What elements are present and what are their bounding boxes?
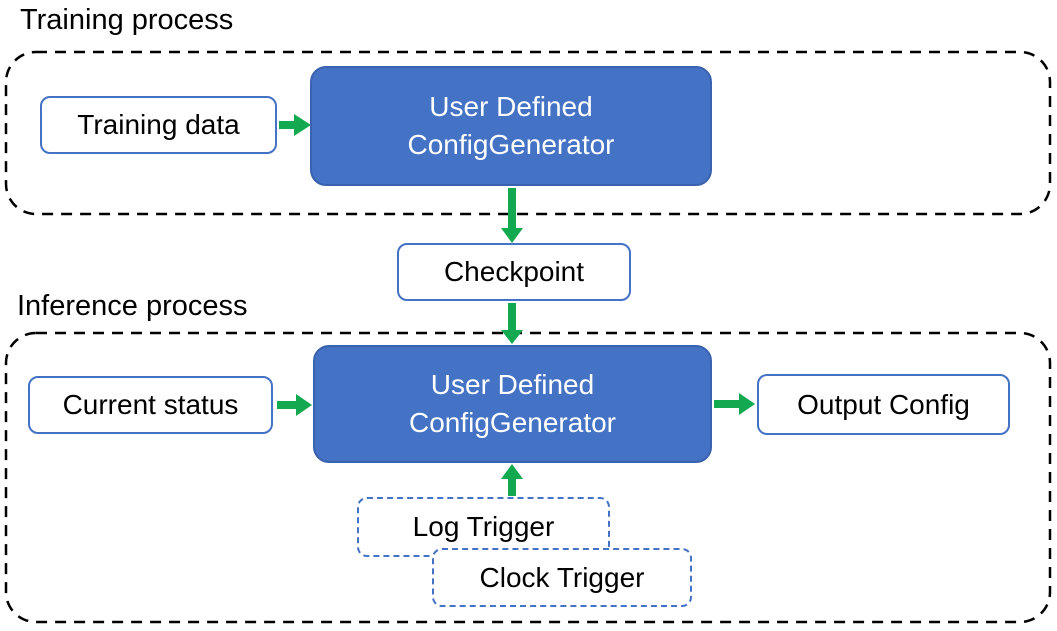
output-config-label: Output Config: [797, 388, 970, 420]
training-process-container: [4, 50, 1052, 216]
training-config-generator-label-line2: ConfigGenerator: [407, 129, 615, 160]
clock-trigger-box: Clock Trigger: [432, 548, 692, 607]
arrow-checkpoint-to-generator: [501, 303, 523, 344]
arrow-generator-to-checkpoint: [501, 188, 523, 243]
arrow-training-data-to-generator: [279, 114, 311, 136]
training-section-label: Training process: [20, 4, 234, 36]
output-config-box: Output Config: [757, 374, 1010, 435]
inference-config-generator-box: User Defined ConfigGenerator: [313, 345, 712, 463]
inference-config-generator-label-line2: ConfigGenerator: [408, 407, 616, 438]
arrow-trigger-to-generator: [501, 464, 523, 496]
training-config-generator-label-line1: User Defined: [429, 91, 593, 122]
inference-process-container: [4, 331, 1052, 624]
checkpoint-box: Checkpoint: [397, 243, 631, 301]
training-config-generator-box: User Defined ConfigGenerator: [310, 66, 712, 186]
current-status-box: Current status: [28, 376, 273, 434]
inference-config-generator-label-line1: User Defined: [430, 369, 595, 400]
training-data-box: Training data: [40, 96, 277, 154]
clock-trigger-label: Clock Trigger: [479, 561, 645, 593]
checkpoint-label: Checkpoint: [443, 256, 585, 287]
training-data-label: Training data: [77, 109, 240, 140]
current-status-label: Current status: [62, 389, 239, 420]
log-trigger-box: Log Trigger: [357, 497, 610, 557]
inference-section-label: Inference process: [17, 290, 248, 322]
arrow-current-status-to-generator: [277, 394, 312, 416]
arrow-generator-to-output-config: [714, 393, 755, 415]
log-trigger-label: Log Trigger: [412, 511, 555, 542]
